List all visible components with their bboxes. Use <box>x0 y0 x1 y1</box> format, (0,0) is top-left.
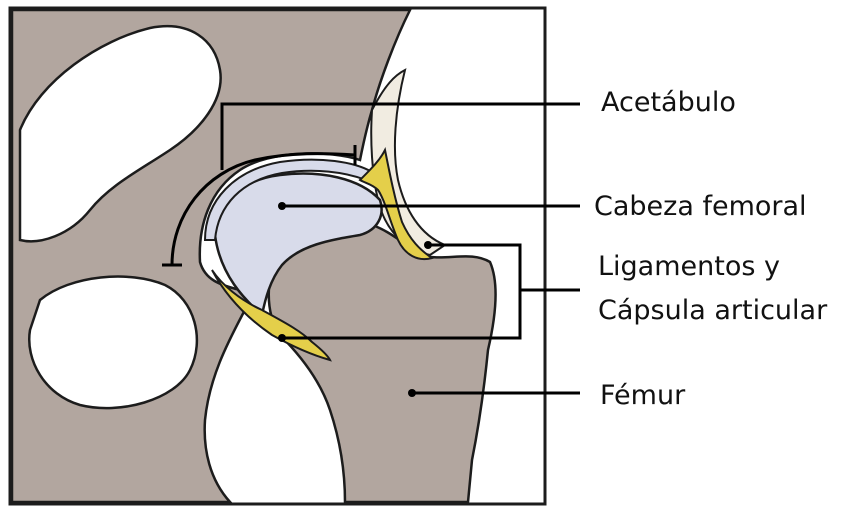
dot-femur <box>408 389 416 397</box>
label-acetabulo: Acetábulo <box>601 87 736 118</box>
dot-cabeza-femoral <box>278 202 286 210</box>
dot-ligamentos-upper <box>424 241 432 249</box>
ligament-upper <box>358 146 435 260</box>
label-ligamentos-line1: Ligamentos y <box>598 251 780 282</box>
leader-acetabulo <box>220 102 580 170</box>
label-cabeza-femoral: Cabeza femoral <box>594 191 807 222</box>
acetabulum-bracket <box>170 152 356 266</box>
ilium-opening <box>18 25 222 243</box>
obturator-foramen <box>28 275 199 410</box>
illustration <box>10 8 497 504</box>
leader-lines <box>220 102 580 397</box>
label-ligamentos-line2: Cápsula articular <box>598 295 828 326</box>
dot-ligamentos-lower <box>278 334 286 342</box>
label-femur: Fémur <box>600 380 686 411</box>
femur-bone <box>267 217 497 504</box>
